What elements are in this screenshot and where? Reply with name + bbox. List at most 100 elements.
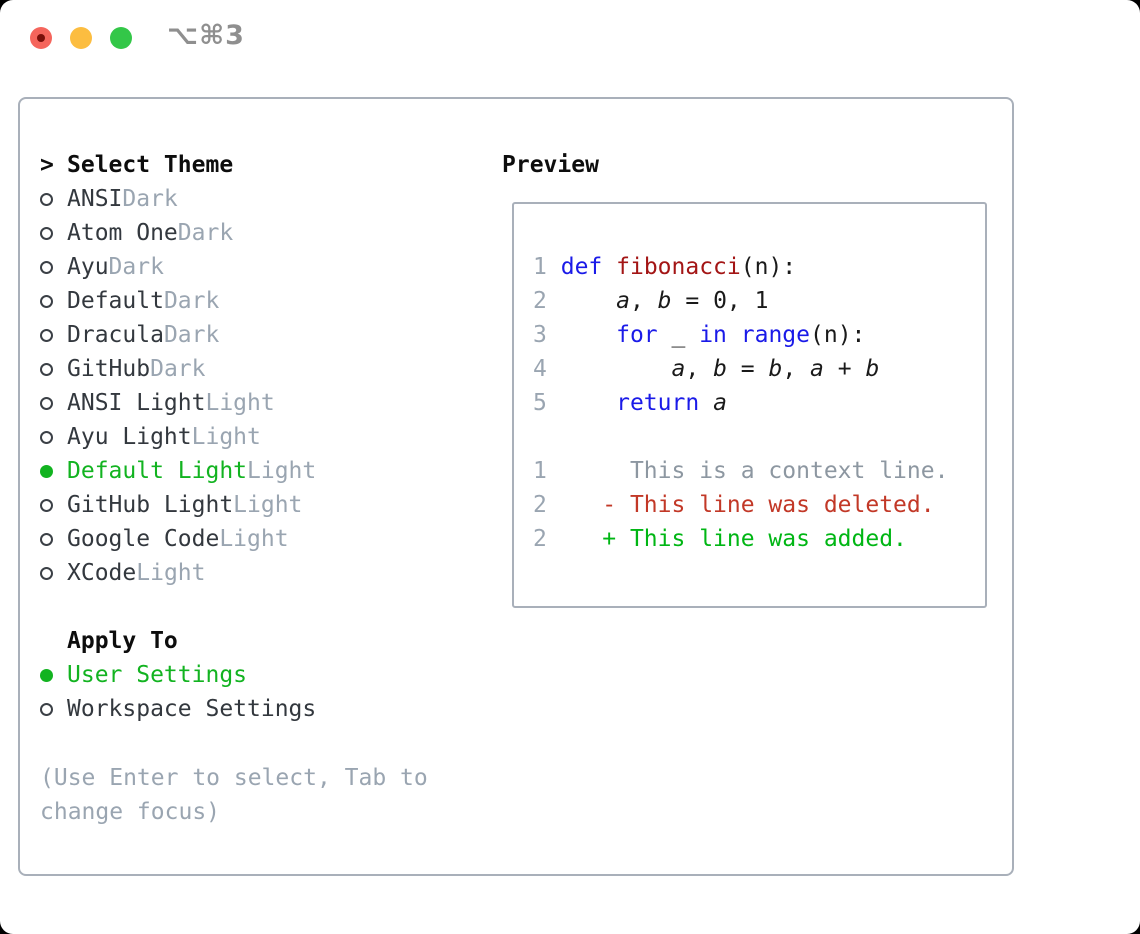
code-segment: a	[616, 288, 630, 314]
code-segment: This is a context line.	[560, 458, 949, 484]
radio-dot	[40, 702, 53, 716]
theme-option-ansi[interactable]: ANSI Dark	[40, 182, 442, 216]
close-button[interactable]	[30, 27, 52, 49]
radio-icon	[40, 702, 67, 716]
radio-dot	[40, 226, 53, 240]
theme-option-default-light[interactable]: Default Light Light	[40, 454, 442, 488]
theme-option-label: GitHub	[67, 356, 151, 382]
theme-option-ayu[interactable]: Ayu Dark	[40, 250, 442, 284]
radio-dot	[40, 430, 53, 444]
line-number: 1	[533, 254, 547, 280]
theme-variant-tag: Light	[136, 560, 206, 586]
code-segment: +	[823, 356, 866, 382]
code-segment: _	[657, 322, 700, 348]
radio-selected-icon	[40, 464, 67, 478]
theme-variant-tag: Dark	[150, 356, 206, 382]
focus-prompt-icon: >	[40, 152, 54, 178]
radio-dot	[40, 532, 53, 546]
theme-variant-tag: Light	[191, 424, 261, 450]
select-theme-title: Select Theme	[67, 152, 234, 178]
theme-variant-tag: Light	[205, 390, 275, 416]
code-segment: (n):	[810, 322, 866, 348]
theme-variant-tag: Light	[219, 526, 289, 552]
code-segment: for	[616, 322, 658, 348]
radio-icon	[40, 566, 67, 580]
minimize-button[interactable]	[70, 27, 92, 49]
code-line: 4 a, b = b, a + b	[533, 352, 985, 386]
radio-dot	[40, 566, 53, 580]
radio-icon	[40, 328, 67, 342]
radio-icon	[40, 498, 67, 512]
code-line: 2 + This line was added.	[533, 522, 985, 556]
apply-option-label: Workspace Settings	[67, 696, 317, 722]
theme-variant-tag: Light	[233, 492, 303, 518]
theme-variant-tag: Dark	[163, 322, 220, 348]
code-segment	[561, 356, 672, 382]
code-segment: a	[671, 356, 686, 382]
theme-option-ayu-light[interactable]: Ayu Light Light	[40, 420, 442, 454]
theme-option-github[interactable]: GitHub Dark	[40, 352, 442, 386]
radio-dot	[40, 668, 53, 682]
theme-variant-tag: Dark	[163, 288, 220, 314]
code-segment: b	[713, 356, 727, 382]
theme-option-label: XCode	[67, 560, 137, 586]
preview-title: Preview	[502, 152, 599, 178]
code-segment: ,	[782, 356, 811, 382]
theme-option-default[interactable]: Default Dark	[40, 284, 442, 318]
theme-option-label: Google Code	[67, 526, 220, 552]
line-number: 5	[533, 390, 547, 416]
theme-option-label: Dracula	[67, 322, 164, 348]
code-segment: range	[740, 322, 811, 348]
theme-option-github-light[interactable]: GitHub Light Light	[40, 488, 442, 522]
code-segment	[602, 254, 616, 280]
code-segment: return	[616, 390, 700, 416]
theme-variant-tag: Dark	[177, 220, 234, 246]
code-segment: ,	[629, 288, 658, 314]
theme-option-label: Atom One	[67, 220, 178, 246]
radio-icon	[40, 294, 67, 308]
apply-to-title: Apply To	[67, 628, 178, 654]
code-segment	[561, 390, 616, 416]
line-number: 3	[533, 322, 547, 348]
radio-icon	[40, 430, 67, 444]
theme-variant-tag: Light	[247, 458, 317, 484]
zoom-button[interactable]	[110, 27, 132, 49]
code-segment: + This line was added.	[560, 526, 907, 552]
code-line	[533, 420, 985, 454]
theme-option-google-code[interactable]: Google Code Light	[40, 522, 442, 556]
apply-option-label: User Settings	[67, 662, 248, 688]
theme-variant-tag: Dark	[108, 254, 164, 280]
select-theme-header: > Select Theme	[40, 148, 442, 182]
code-segment: in	[699, 322, 727, 348]
theme-option-label: Ayu Light	[67, 424, 192, 450]
theme-option-xcode[interactable]: XCode Light	[40, 556, 442, 590]
line-number: 2	[533, 526, 547, 552]
window-title: ⌥⌘3	[167, 20, 245, 51]
radio-selected-icon	[40, 668, 67, 682]
theme-option-label: Default	[67, 288, 164, 314]
code-segment: def	[560, 254, 603, 280]
theme-option-ansi-light[interactable]: ANSI Light Light	[40, 386, 442, 420]
theme-option-dracula[interactable]: Dracula Dark	[40, 318, 442, 352]
code-segment: = 0, 1	[671, 288, 769, 314]
radio-icon	[40, 192, 67, 206]
apply-option-workspace-settings[interactable]: Workspace Settings	[40, 692, 442, 726]
radio-icon	[40, 362, 67, 376]
code-segment: - This line was deleted.	[560, 492, 935, 518]
apply-to-header: Apply To	[40, 624, 442, 658]
code-line: 1 This is a context line.	[533, 454, 985, 488]
code-segment: (n):	[740, 254, 797, 280]
radio-dot	[40, 260, 53, 274]
theme-option-label: Default Light	[67, 458, 248, 484]
radio-icon	[40, 260, 67, 274]
code-segment	[561, 288, 616, 314]
radio-dot	[40, 396, 53, 410]
apply-option-user-settings[interactable]: User Settings	[40, 658, 442, 692]
apply-to-indent	[40, 624, 67, 658]
theme-option-atom-one[interactable]: Atom One Dark	[40, 216, 442, 250]
line-number: 1	[533, 458, 547, 484]
